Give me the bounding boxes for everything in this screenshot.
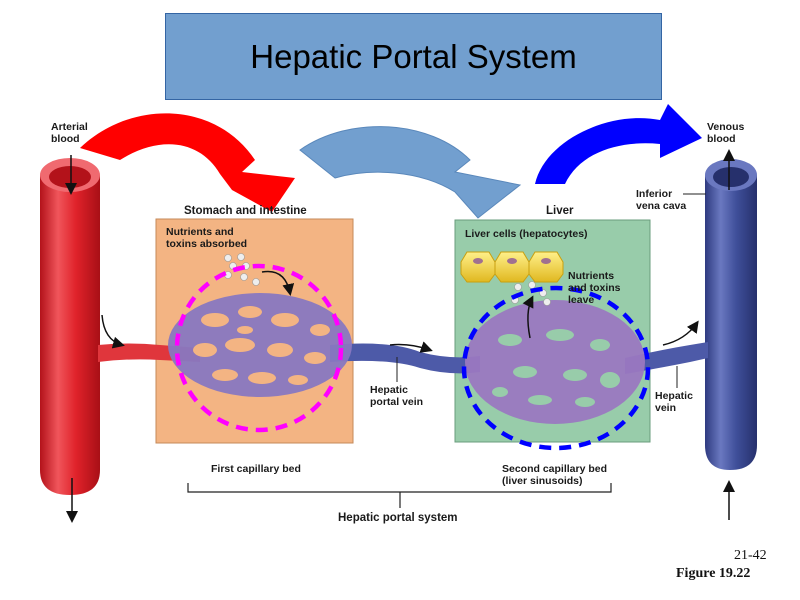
hepatic-vein [625, 342, 708, 374]
hepatic-portal-system-bracket [187, 483, 612, 508]
artery-branch-arrow [101, 314, 125, 349]
hepatic-vein-arrow [662, 320, 699, 346]
label-liver-cells: Liver cells (hepatocytes) [465, 228, 588, 240]
lightblue-flow-arrow [299, 126, 522, 219]
vena-cava-vessel [705, 159, 757, 470]
label-hepatic-vein: Hepatic vein [655, 390, 693, 414]
first-capillary-highlight [174, 263, 344, 433]
second-capillary-highlight [461, 285, 651, 451]
figure-label: Figure 19.22 [676, 566, 751, 581]
label-inferior-vena-cava: Inferior vena cava [636, 188, 687, 212]
page-title: Hepatic Portal System [250, 37, 577, 75]
label-stomach-intestine: Stomach and intestine [184, 205, 307, 217]
label-nutrients-absorbed: Nutrients and toxins absorbed [166, 226, 248, 250]
portal-flow-arrow [389, 341, 433, 353]
first-capillary-bed [168, 293, 352, 397]
nutrient-exit-arrow [522, 295, 534, 339]
title-box: Hepatic Portal System [165, 13, 662, 100]
slide-number: 21-42 [734, 548, 767, 563]
second-capillary-bed [465, 300, 645, 424]
blue-flow-arrow [535, 104, 702, 184]
label-second-capillary-bed: Second capillary bed (liver sinusoids) [502, 463, 608, 487]
label-liver: Liver [546, 205, 574, 217]
red-flow-arrow [80, 113, 295, 212]
label-venous-blood: Venous blood [707, 121, 745, 145]
label-hepatic-portal-vein: Hepatic portal vein [370, 384, 424, 408]
absorption-arrow [261, 270, 295, 296]
hepatocytes [460, 251, 564, 283]
label-nutrients-leave: Nutrients and toxins leave [568, 270, 621, 306]
hepatic-portal-vein [330, 343, 480, 374]
label-first-capillary-bed: First capillary bed [211, 463, 301, 475]
label-arterial-blood: Arterial blood [51, 121, 88, 145]
label-hepatic-portal-system: Hepatic portal system [338, 512, 458, 524]
